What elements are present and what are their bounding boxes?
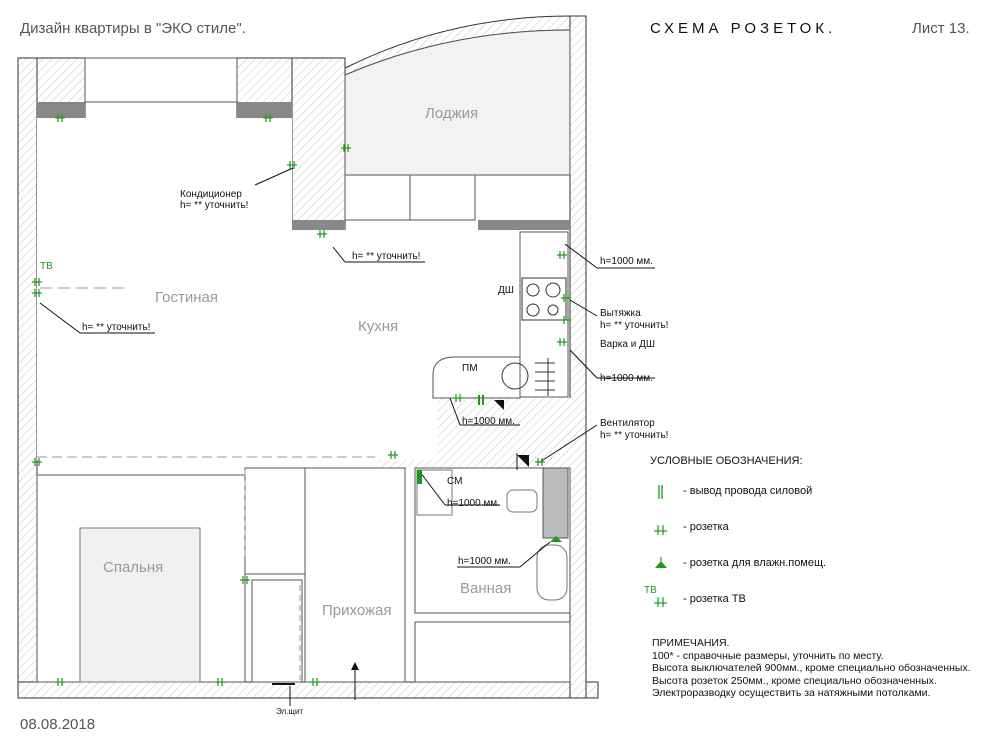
wm-unit [416, 469, 453, 516]
sheet-title: СХЕМА РОЗЕТОК. [650, 20, 837, 37]
tv-socket-icon [654, 597, 667, 607]
label-pm: ПМ [462, 363, 478, 374]
legend-label: - вывод провода силовой [683, 485, 813, 497]
socket-icon [654, 525, 667, 535]
room-bedroom: Спальня [103, 559, 163, 576]
notes-line: 100* - справочные размеры, уточнить по м… [652, 649, 884, 662]
notes-title: ПРИМЕЧАНИЯ. [652, 637, 730, 649]
label-wm: СМ [447, 476, 462, 487]
label-tv: ТВ [40, 261, 53, 272]
label-fan-height: h= ** уточнить! [600, 430, 668, 441]
room-bathroom: Ванная [460, 580, 511, 597]
legend-label: - розетка [683, 521, 729, 533]
power-wire-icon [482, 395, 484, 405]
notes: ПРИМЕЧАНИЯ. 100* - справочные размеры, у… [652, 637, 971, 700]
power-wire-icon [478, 395, 480, 405]
legend-title: УСЛОВНЫЕ ОБОЗНАЧЕНИЯ: [650, 455, 803, 467]
bath-box [542, 467, 569, 539]
bottom-wall [17, 681, 599, 699]
bed [79, 527, 201, 683]
label-wm-height: h=1000 мм. [447, 498, 500, 509]
notes-line: Высота розеток 250мм., кроме специально … [652, 674, 937, 687]
label-hood-height: h= ** уточнить! [600, 320, 668, 331]
legend: УСЛОВНЫЕ ОБОЗНАЧЕНИЯ: - вывод провода си… [644, 455, 980, 627]
loggia-left-wall [291, 57, 346, 231]
closet-1 [244, 467, 306, 575]
label-tv-height: h= ** уточнить! [82, 322, 150, 333]
label-hood: Вытяжка [600, 308, 641, 319]
hall-interior [304, 467, 406, 683]
power-wire-icon [658, 485, 663, 499]
notes-line: Электроразводку осуществить за натяжными… [652, 687, 931, 699]
counter-bottom [432, 356, 521, 399]
living-lower [37, 398, 437, 460]
room-living: Гостиная [155, 289, 218, 306]
label-ac-height: h= ** уточнить! [180, 200, 248, 211]
wet-socket-icon [655, 557, 667, 568]
wet-socket-icon [417, 470, 422, 484]
left-wall [17, 57, 38, 699]
label-dw: ДШ [498, 285, 514, 296]
legend-item: - вывод провода силовой [650, 483, 980, 519]
sheet-number: Лист 13. [912, 20, 970, 37]
window-sill-left [37, 102, 85, 118]
label-window-height: h= ** уточнить! [352, 251, 420, 262]
closet-2 [251, 579, 303, 683]
label-panel: Эл.щит [276, 707, 303, 716]
washbasin [536, 544, 568, 601]
right-wall [569, 15, 587, 699]
label-h1000-top: h=1000 мм. [600, 256, 653, 267]
sink [501, 362, 529, 390]
kitchen-sill-left [292, 220, 345, 230]
window-sill-right [237, 102, 292, 118]
legend-item: ТВ - розетка ТВ [644, 585, 980, 627]
room-loggia: Лоджия [425, 105, 478, 122]
toilet [506, 489, 538, 513]
legend-item: - розетка для влажн.помещ. [650, 555, 980, 591]
legend-item: - розетка [650, 519, 980, 555]
label-bath-height: h=1000 мм. [458, 556, 511, 567]
toilet-room [414, 621, 571, 683]
notes-line: Высота выключателей 900мм., кроме специа… [652, 662, 971, 674]
wet-socket-icon [550, 536, 562, 542]
fan-marker [517, 455, 529, 467]
loggia-interior [344, 29, 571, 176]
room-hallway: Прихожая [322, 602, 392, 619]
legend-label: - розетка ТВ [683, 593, 746, 605]
pm-marker [494, 400, 504, 410]
legend-label: - розетка для влажн.помещ. [683, 557, 827, 569]
label-h1000-mid: h=1000 мм. [600, 373, 653, 384]
room-kitchen: Кухня [358, 318, 398, 335]
window-living [84, 57, 238, 103]
label-hob-dw: Варка и ДШ [600, 339, 655, 350]
project-title: Дизайн квартиры в "ЭКО стиле". [20, 20, 246, 37]
kitchen-sill-right [478, 220, 570, 230]
date-label: 08.08.2018 [20, 716, 96, 733]
label-ac: Кондиционер [180, 189, 242, 200]
label-fan: Вентилятор [600, 418, 655, 429]
label-h1000-bottom: h=1000 мм. [462, 416, 515, 427]
tv-socket-icon: ТВ [644, 585, 657, 596]
